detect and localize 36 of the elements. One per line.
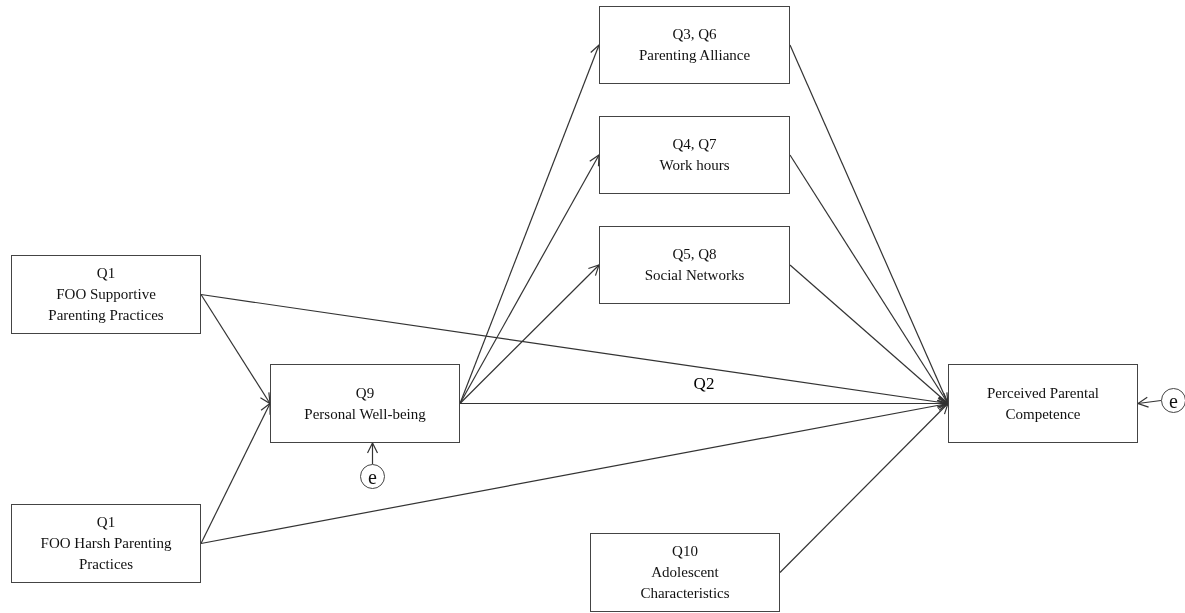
node-text: FOO Harsh Parenting Practices	[39, 534, 173, 574]
node-text: Perceived Parental Competence	[986, 383, 1100, 424]
node-text: Q10	[672, 542, 698, 561]
arrow	[200, 399, 949, 545]
arrow	[459, 264, 600, 405]
variable-box	[590, 533, 780, 612]
node-text: FOO Supportive Parenting Practices	[47, 285, 165, 325]
variable-box	[270, 364, 460, 443]
arrow	[789, 264, 949, 405]
node-text: Work hours	[659, 156, 730, 175]
variable-box	[948, 364, 1138, 443]
node-text: Q1	[96, 264, 116, 283]
error-term-circle	[360, 464, 385, 489]
node-text: e	[1169, 390, 1178, 411]
arrow	[1137, 396, 1162, 408]
variable-box	[599, 116, 790, 194]
node-text: Q4, Q7	[672, 135, 717, 154]
node-text: e	[368, 466, 377, 487]
node-text: Social Networks	[644, 266, 745, 285]
arrow	[779, 402, 949, 574]
error-term-circle	[1161, 388, 1185, 413]
node-text: Q3, Q6	[672, 25, 717, 44]
arrow	[200, 402, 271, 545]
node-text: Parenting Alliance	[638, 46, 751, 65]
variable-box	[11, 504, 201, 583]
node-text: Adolescent Characteristics	[639, 563, 731, 603]
variable-box	[599, 226, 790, 304]
arrow	[200, 293, 271, 405]
node-text: Q5, Q8	[672, 245, 717, 264]
variable-box	[11, 255, 201, 334]
node-text: Personal Well-being	[304, 404, 426, 424]
node-text: Q1	[96, 513, 116, 532]
arrow	[459, 154, 600, 405]
variable-box	[599, 6, 790, 84]
arrow	[366, 442, 379, 465]
node-text: Q9	[355, 383, 375, 403]
